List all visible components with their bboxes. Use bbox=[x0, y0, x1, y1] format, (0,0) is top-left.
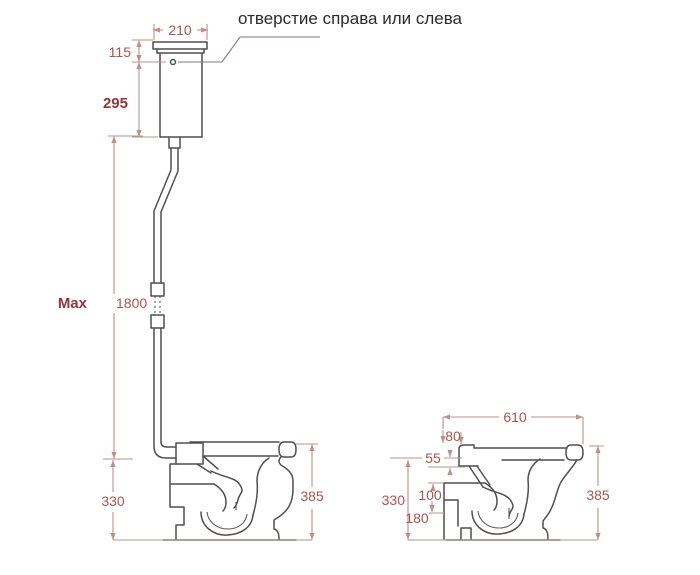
annotation: отверстие справа или слева bbox=[178, 9, 463, 63]
cistern-side-hole bbox=[169, 58, 177, 66]
trapway-inner-curve bbox=[484, 482, 498, 511]
dim-55-lines bbox=[390, 457, 465, 468]
label-outlet-height: 180 bbox=[405, 510, 429, 526]
pedestal-outline bbox=[443, 482, 472, 540]
bowl-bottom-inner-arc bbox=[206, 511, 248, 530]
label-rim-thickness: 55 bbox=[425, 450, 441, 466]
pipe-elbow-inner bbox=[160, 327, 177, 448]
label-right-inlet-height: 330 bbox=[382, 492, 406, 508]
cistern-outlet bbox=[168, 136, 181, 149]
label-max-length: 1800 bbox=[116, 295, 147, 311]
pipe-right-edge bbox=[160, 147, 179, 284]
inlet-strut bbox=[196, 455, 219, 474]
label-top-to-inlet: 115 bbox=[109, 44, 132, 60]
toilet-left-drawing bbox=[162, 441, 297, 541]
label-right-rim-height: 385 bbox=[586, 487, 610, 503]
pipe-coupling-upper bbox=[150, 282, 165, 297]
bowl-bottom-inner-arc bbox=[477, 510, 519, 529]
bowl-inner-wall bbox=[252, 457, 270, 516]
ext-115-295 bbox=[132, 39, 166, 138]
pipe-elbow-outer bbox=[153, 327, 177, 459]
inlet-spud bbox=[175, 442, 204, 465]
note-text: отверстие справа или слева bbox=[238, 9, 463, 28]
label-left-rim-height: 385 bbox=[300, 488, 324, 504]
cistern-lid bbox=[152, 41, 208, 50]
leader-line bbox=[178, 36, 320, 63]
bowl-bottom-outer-arc bbox=[200, 511, 254, 536]
seat-block bbox=[458, 444, 568, 467]
cistern-body bbox=[159, 52, 203, 138]
rim-end-cap bbox=[565, 444, 584, 461]
pipe-left-edge bbox=[153, 147, 172, 284]
label-max: Max bbox=[58, 295, 88, 312]
bowl-inner-wall bbox=[523, 458, 541, 515]
dimensions-right: 610 80 55 330 100 180 385 bbox=[382, 409, 610, 541]
label-seat-drop: 80 bbox=[445, 428, 461, 444]
trapway-inner-curve bbox=[213, 483, 227, 512]
label-cistern-height: 295 bbox=[103, 95, 128, 112]
toilet-right-drawing bbox=[443, 444, 584, 541]
label-left-inlet-height: 330 bbox=[101, 493, 125, 509]
cistern-lid-lip bbox=[156, 48, 205, 54]
pipe-coupling-lower bbox=[150, 314, 165, 329]
dimensions-left: 210 115 295 Max 1800 330 385 bbox=[58, 22, 324, 541]
rim-end-cap bbox=[278, 441, 297, 458]
bowl-bottom-outer-arc bbox=[471, 510, 525, 535]
label-cistern-width: 210 bbox=[168, 22, 192, 38]
pedestal-outline bbox=[169, 463, 185, 540]
bowl-back-outline bbox=[273, 456, 294, 540]
bowl-back-outline bbox=[542, 459, 578, 540]
flush-pipe-drawing bbox=[150, 147, 179, 459]
ext-100 bbox=[428, 482, 444, 514]
label-trap-offset: 100 bbox=[418, 487, 442, 503]
label-depth: 610 bbox=[503, 409, 527, 425]
cistern-drawing bbox=[152, 41, 208, 149]
